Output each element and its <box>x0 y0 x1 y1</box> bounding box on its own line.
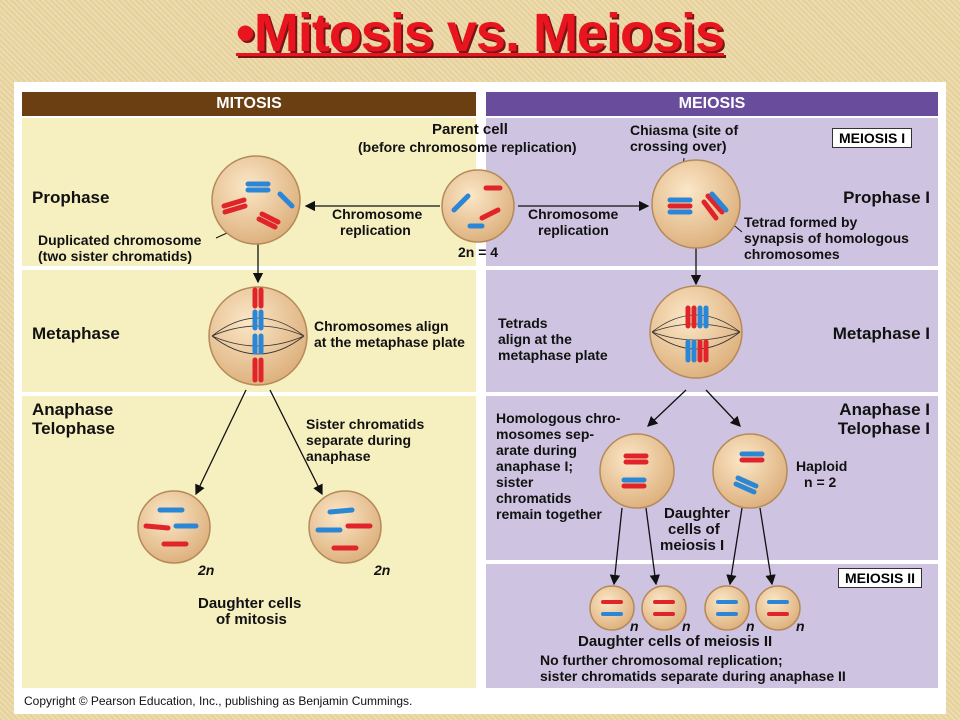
homo-7: remain together <box>496 506 602 522</box>
tetrad-1: Tetrad formed by <box>744 214 858 230</box>
parent-ploidy: 2n = 4 <box>458 244 499 260</box>
meiosis-metaphase-label: Metaphase I <box>832 324 930 343</box>
dup-chrom-2: (two sister chromatids) <box>38 248 193 264</box>
sister-2: separate during <box>306 432 412 448</box>
replication-left-2: replication <box>340 222 411 238</box>
meiosis2-cell-3 <box>704 585 750 631</box>
n-label-1: n <box>630 618 639 634</box>
n-label-2: n <box>682 618 691 634</box>
replication-left-1: Chromosome <box>332 206 423 222</box>
mitosis-metaphase-label: Metaphase <box>32 324 120 343</box>
homo-4: anaphase I; <box>496 458 574 474</box>
parent-cell-sub: (before chromosome replication) <box>358 139 577 155</box>
mitosis-anaphase-label: Anaphase <box>32 400 114 419</box>
ploidy-right: 2n <box>374 562 391 578</box>
tetrad-3: chromosomes <box>744 246 840 262</box>
meiosis2-cell-1 <box>589 585 635 631</box>
meiosis1-daughter-left <box>599 433 675 509</box>
mitosis-telophase-label: Telophase <box>32 419 115 438</box>
meiosis-prophase-label: Prophase I <box>843 188 930 207</box>
chiasma-label-2: crossing over) <box>630 138 727 154</box>
homo-2: mosomes sep- <box>496 426 595 442</box>
meiosis-anaphase-label: Anaphase I <box>839 400 930 419</box>
homo-6: chromatids <box>496 490 572 506</box>
mitosis-daughter-2: of mitosis <box>216 611 287 628</box>
meiosis-header: MEIOSIS <box>486 92 938 116</box>
arrows <box>195 200 776 586</box>
tetrads-align-2: align at the <box>498 331 572 347</box>
haploid-1: Haploid <box>796 458 848 474</box>
meiosis2-cell-2 <box>641 585 687 631</box>
tetrads-align-3: metaphase plate <box>498 347 608 363</box>
homo-1: Homologous chro- <box>496 410 621 426</box>
meiosis1-daughter-2: cells of <box>668 521 720 538</box>
mitosis-metaphase-cell <box>208 286 308 386</box>
meiosis1-daughter-3: meiosis I <box>660 537 725 554</box>
mitosis-daughter-right <box>308 490 382 564</box>
meiosis1-daughter-right <box>712 433 788 509</box>
meiosis1-daughter-1: Daughter <box>664 505 730 522</box>
meiosis-prophase-cell <box>651 159 741 249</box>
meiosis-anaphase-bg <box>486 396 938 560</box>
tetrad-2: synapsis of homologous <box>744 230 909 246</box>
n-label-4: n <box>796 618 805 634</box>
mitosis-daughter-1: Daughter cells <box>198 595 302 612</box>
n-label-3: n <box>746 618 755 634</box>
replication-right-1: Chromosome <box>528 206 619 222</box>
chiasma-label-1: Chiasma (site of <box>630 122 739 138</box>
parent-cell <box>441 169 515 243</box>
homo-3: arate during <box>496 442 577 458</box>
meiosis2-cell-4 <box>755 585 801 631</box>
meiosis-telophase-label: Telophase I <box>837 419 930 438</box>
mitosis-prophase-label: Prophase <box>32 188 110 207</box>
mitosis-header: MITOSIS <box>22 92 476 116</box>
align-2: at the metaphase plate <box>314 334 465 350</box>
ploidy-left: 2n <box>198 562 215 578</box>
sister-1: Sister chromatids <box>306 416 425 432</box>
no-further-2: sister chromatids separate during anapha… <box>540 668 846 684</box>
homo-5: sister <box>496 474 534 490</box>
no-further-1: No further chromosomal replication; <box>540 652 783 668</box>
parent-cell-label: Parent cell <box>432 121 508 138</box>
replication-right-2: replication <box>538 222 609 238</box>
haploid-2: n = 2 <box>804 474 837 490</box>
chromosomes <box>143 181 789 616</box>
sister-3: anaphase <box>306 448 371 464</box>
copyright: Copyright © Pearson Education, Inc., pub… <box>24 694 413 708</box>
meiosis-1-box: MEIOSIS I <box>832 128 913 148</box>
mitosis-anaphase-bg <box>22 396 476 688</box>
tetrads-align-1: Tetrads <box>498 315 548 331</box>
align-1: Chromosomes align <box>314 318 449 334</box>
meiosis-metaphase-cell <box>649 285 743 379</box>
meiosis-2-box: MEIOSIS II <box>838 568 923 588</box>
dup-chrom-1: Duplicated chromosome <box>38 232 202 248</box>
slide-title: •Mitosis vs. Meiosis <box>235 3 725 63</box>
meiosis2-daughter: Daughter cells of meiosis II <box>578 633 773 650</box>
